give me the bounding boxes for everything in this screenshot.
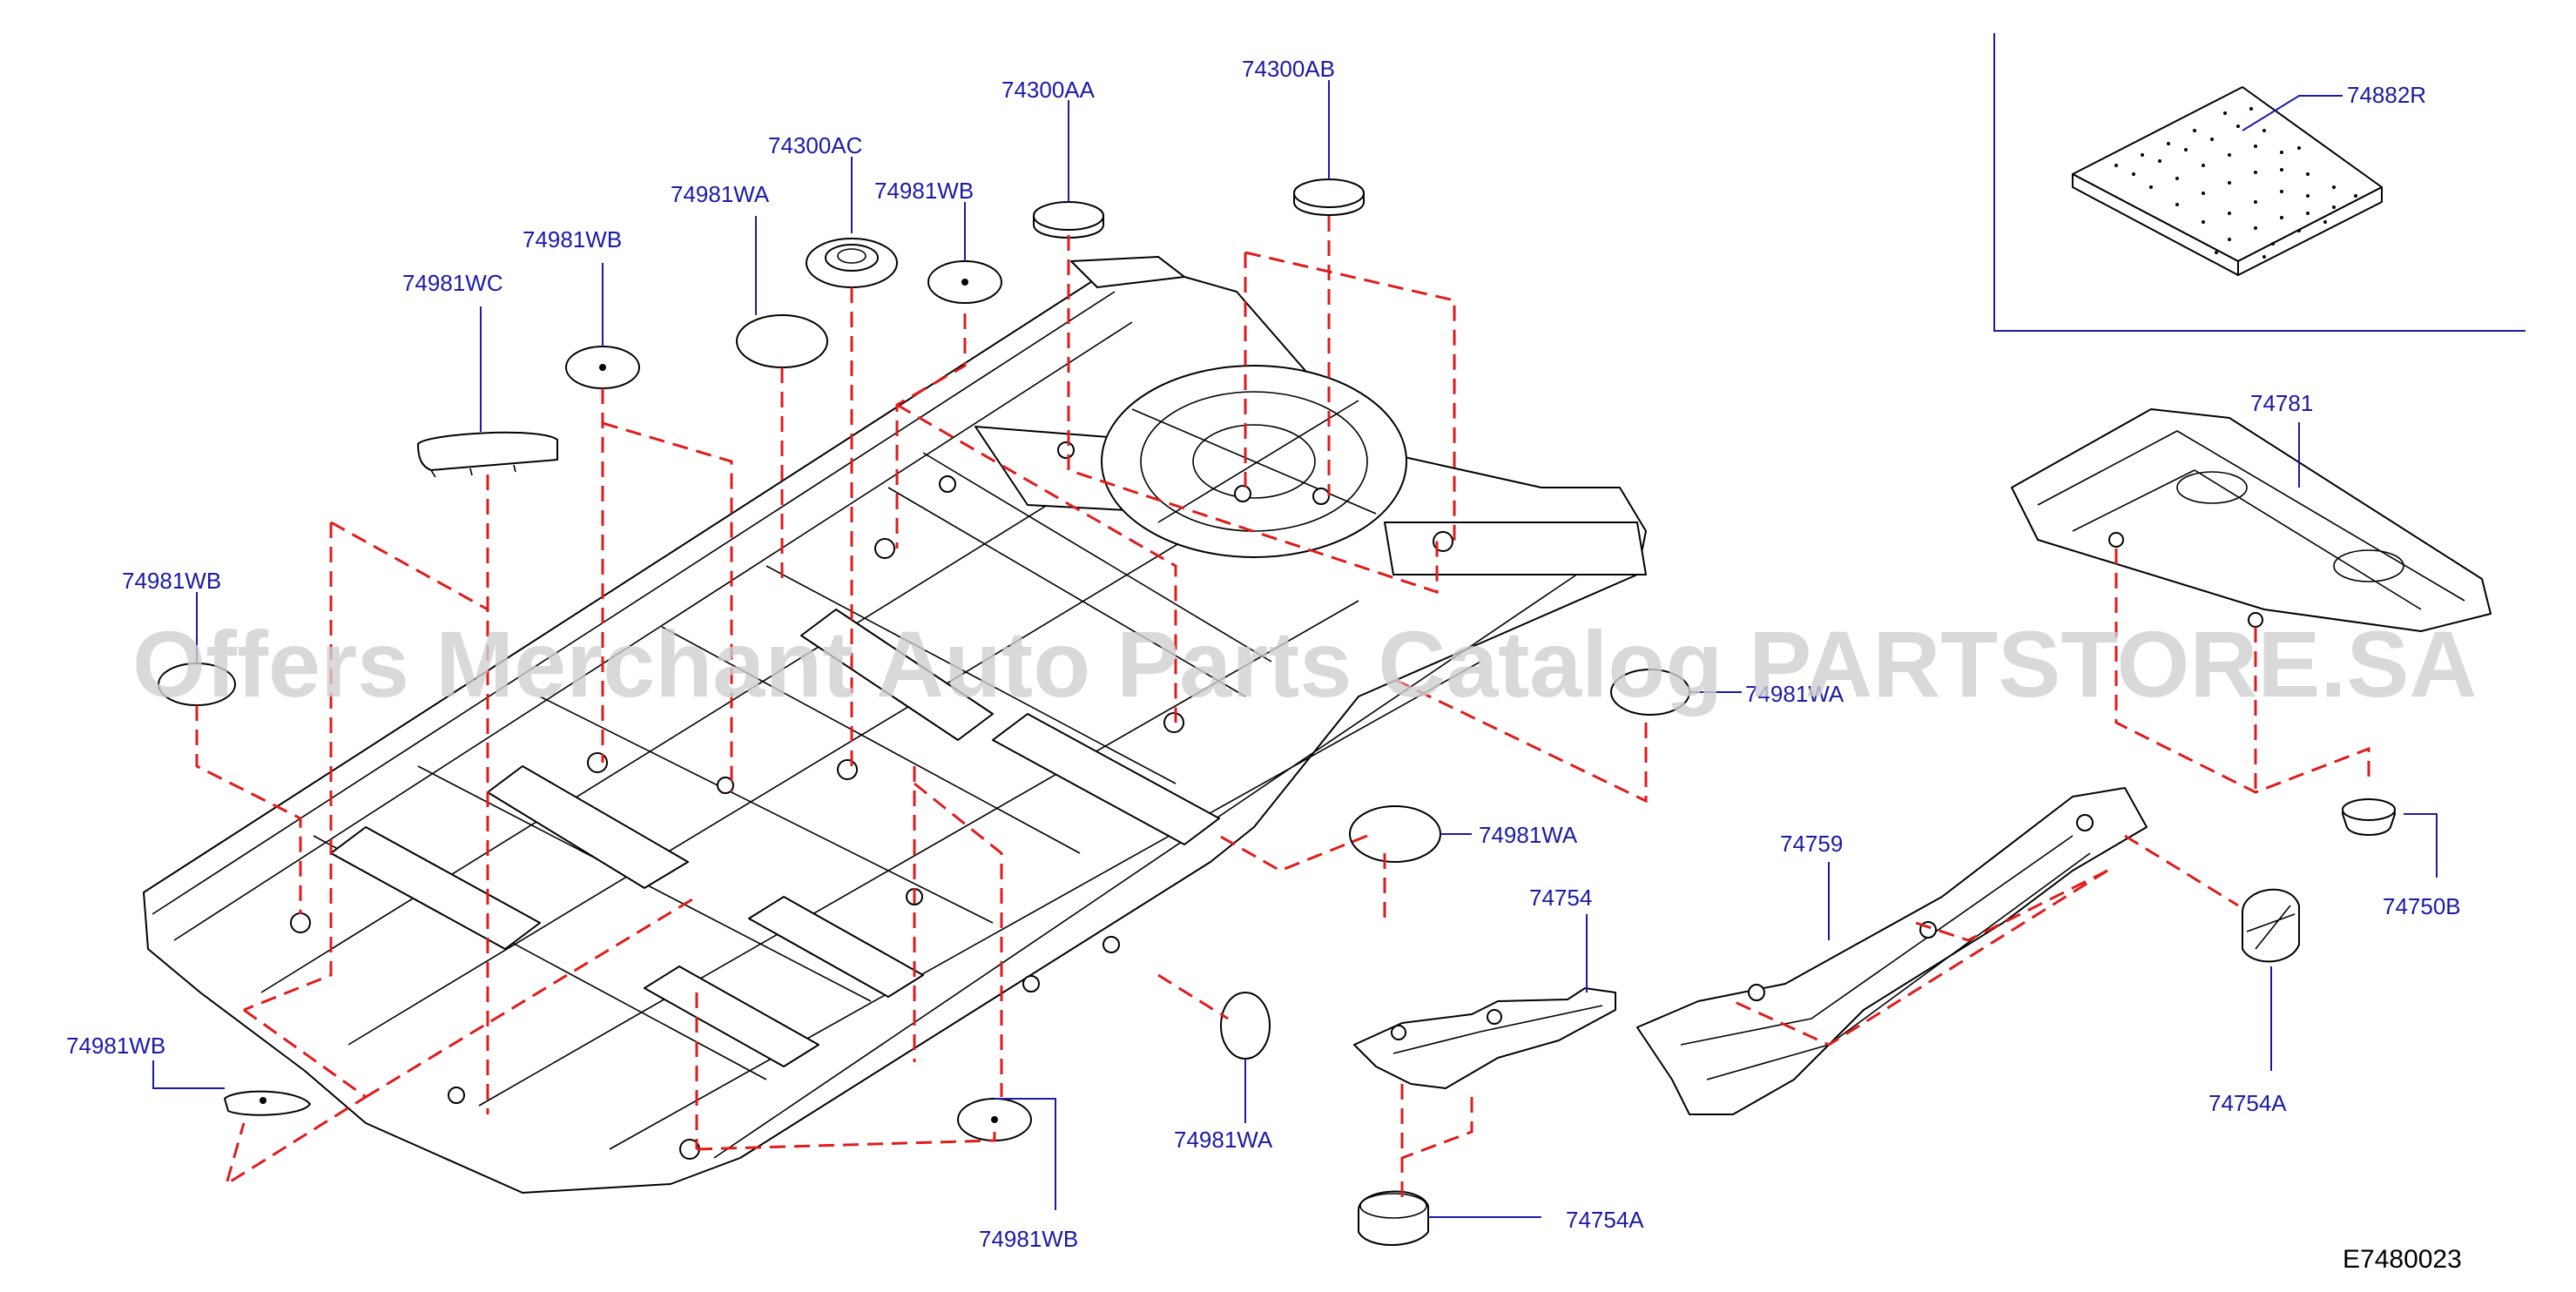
leader-74882R (2242, 95, 2343, 131)
callout-74981WC[interactable]: 74981WC (402, 270, 503, 296)
part-74981WB-plug-bottomleft[interactable] (224, 1090, 311, 1116)
callout-74981WB-bottom[interactable]: 74981WB (979, 1226, 1078, 1252)
part-74750B-clip[interactable] (2342, 798, 2396, 836)
inset-box: 74882R (1993, 33, 2525, 332)
callout-74300AC[interactable]: 74300AC (768, 132, 862, 158)
callout-74754A-right[interactable]: 74754A (2208, 1090, 2287, 1116)
callout-74754A-bottom[interactable]: 74754A (1566, 1207, 1644, 1233)
callout-74981WB-top2[interactable]: 74981WB (523, 226, 622, 252)
callout-74981WB-top1[interactable]: 74981WB (874, 178, 974, 204)
part-74300AA-plug[interactable] (1033, 201, 1104, 239)
part-74754-insulator[interactable] (1353, 987, 1616, 1089)
callout-74781[interactable]: 74781 (2250, 390, 2313, 416)
part-74981WB-plug-top1[interactable] (927, 260, 1002, 304)
callout-74750B[interactable]: 74750B (2383, 893, 2461, 919)
watermark-text: Offers Merchant Auto Parts Catalog PARTS… (132, 611, 2477, 717)
callout-74759[interactable]: 74759 (1780, 831, 1843, 857)
callout-74981WB-left[interactable]: 74981WB (122, 568, 221, 594)
assembly-dash-lines (195, 216, 2370, 1201)
callout-74754[interactable]: 74754 (1529, 885, 1592, 911)
callout-74981WA-bottom[interactable]: 74981WA (1174, 1127, 1273, 1153)
part-74781-insulator[interactable] (2011, 408, 2492, 632)
callout-74981WA-mid[interactable]: 74981WA (1479, 822, 1578, 848)
callout-labels: 74300AA 74300AB 74300AC 74981WA 74981WB … (66, 56, 2461, 1252)
part-74300AB-plug[interactable] (1293, 178, 1365, 216)
part-74981WB-plug-top2[interactable] (565, 346, 640, 389)
part-74759-insulator[interactable] (1636, 787, 2148, 1115)
part-74754A-clip-right[interactable] (2242, 888, 2300, 963)
part-74981WA-plug-top[interactable] (736, 314, 828, 368)
callout-74300AB[interactable]: 74300AB (1242, 56, 1335, 82)
part-74981WA-plug-bottom[interactable] (1220, 992, 1271, 1060)
callout-74981WA-top[interactable]: 74981WA (671, 181, 770, 207)
diagram-reference-code: E7480023 (2343, 1245, 2462, 1274)
part-74882R-pad[interactable] (2072, 86, 2383, 276)
callout-74981WB-bottomleft[interactable]: 74981WB (66, 1033, 165, 1059)
leader-lines (152, 80, 2438, 1218)
part-74981WA-plug-mid[interactable] (1349, 805, 1441, 863)
callout-74981WA-right[interactable]: 74981WA (1745, 681, 1844, 707)
inset-frame (1993, 33, 2525, 332)
part-74754A-clip-bottom[interactable] (1358, 1190, 1429, 1246)
part-74981WC-cover[interactable] (417, 431, 558, 478)
callout-74882R[interactable]: 74882R (2347, 82, 2426, 108)
callout-74300AA[interactable]: 74300AA (1001, 77, 1096, 103)
part-74300AC-grommet[interactable] (806, 238, 898, 288)
floor-holes (290, 441, 1453, 1160)
